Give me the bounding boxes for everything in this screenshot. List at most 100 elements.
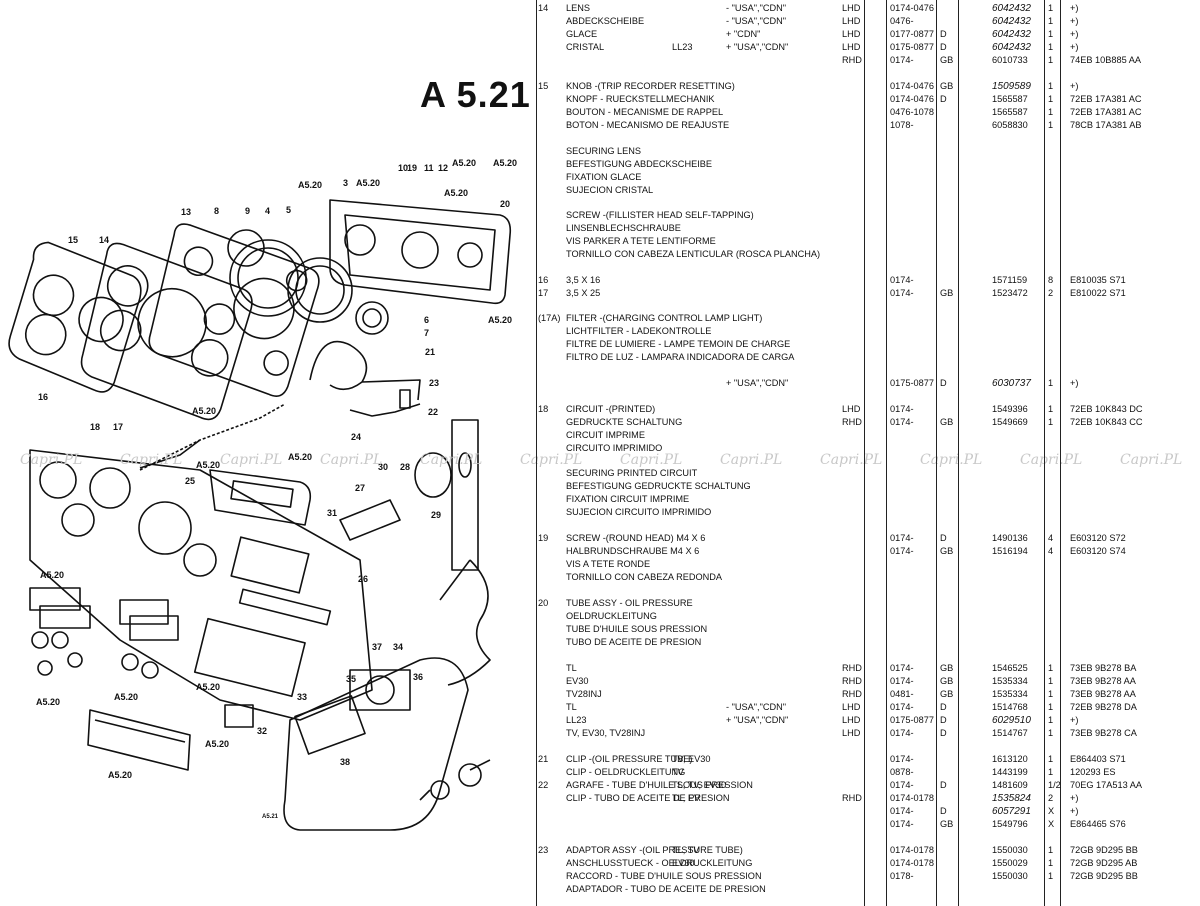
callout: 14 — [99, 235, 109, 245]
cell-date: 0476-1078 — [890, 107, 934, 117]
callout: 16 — [38, 392, 48, 402]
table-row: FIXATION CIRCUIT IMPRIME — [530, 493, 1200, 506]
cell-qty: 1 — [1048, 42, 1054, 52]
cell-date: 0174-0476 — [890, 3, 934, 13]
cell-ref: 72EB 17A381 AC — [1070, 94, 1142, 104]
callout: 23 — [429, 378, 439, 388]
cell-date: 0175-0877 — [890, 42, 934, 52]
cell-ref: +) — [1070, 793, 1079, 803]
cell-ref: +) — [1070, 42, 1079, 52]
cell-date: 0174- — [890, 533, 914, 543]
console-part — [283, 657, 469, 831]
cell-desc: SCREW -(ROUND HEAD) M4 X 6 — [566, 533, 706, 543]
cell-side: RHD — [842, 793, 862, 803]
cell-item: (17A) — [538, 313, 561, 323]
cell-cty: D — [940, 715, 947, 725]
cell-item: 16 — [538, 275, 549, 285]
cell-desc: ADAPTOR ASSY -(OIL PRESSURE TUBE) — [566, 845, 743, 855]
table-row: TORNILLO CON CABEZA REDONDA — [530, 571, 1200, 584]
callout: 29 — [431, 510, 441, 520]
callout: 13 — [181, 207, 191, 217]
callout: 32 — [257, 726, 267, 736]
cell-side: LHD — [842, 16, 861, 26]
cell-desc: TORNILLO CON CABEZA REDONDA — [566, 572, 723, 582]
table-row: ADAPTADOR - TUBO DE ACEITE DE PRESION — [530, 883, 1200, 896]
cell-ref: E864403 S71 — [1070, 754, 1126, 764]
cell-desc: FILTER -(CHARGING CONTROL LAMP LIGHT) — [566, 313, 763, 323]
cell-pno: 6010733 — [992, 55, 1028, 65]
cell-date: 0174- — [890, 806, 914, 816]
cell-qty: 1 — [1048, 3, 1054, 13]
cell-ref: 72EB 10K843 DC — [1070, 404, 1143, 414]
table-row: OELDRUCKLEITUNG — [530, 610, 1200, 623]
cell-var: LL23 — [672, 42, 693, 52]
callout: 38 — [340, 757, 350, 767]
speedometer-dial — [287, 257, 353, 323]
cell-qty: 2 — [1048, 288, 1054, 298]
cell-desc: TUBO DE ACEITE DE PRESION — [566, 637, 702, 647]
cell-qty: 1 — [1048, 728, 1054, 738]
cell-ref: +) — [1070, 715, 1079, 725]
diagram-ref-code: A5.21 — [262, 814, 279, 820]
watermark-text: Capri.PL — [120, 452, 183, 468]
cell-date: 0174- — [890, 819, 914, 829]
table-row: SECURING PRINTED CIRCUIT — [530, 467, 1200, 480]
table-row: LICHTFILTER - LADEKONTROLLE — [530, 325, 1200, 338]
cell-qty: 1 — [1048, 689, 1054, 699]
cell-qty: 1 — [1048, 107, 1054, 117]
table-row: CIRCUITO IMPRIMIDO — [530, 442, 1200, 455]
cell-date: 0178- — [890, 871, 914, 881]
cell-pno: 6042432 — [992, 42, 1031, 53]
cell-qty: 1 — [1048, 55, 1054, 65]
exploded-parts-diagram: A5.20 A5.20 A5.20 A5.20 A5.20 A5.20 A5.2… — [8, 158, 517, 831]
column-rule — [958, 0, 959, 906]
cell-ref: 70EG 17A513 AA — [1070, 780, 1143, 790]
tachometer-dial — [229, 239, 307, 317]
cell-desc: BOUTON - MECANISME DE RAPPEL — [566, 107, 724, 117]
cell-desc: LL23 — [566, 715, 587, 725]
cell-side: RHD — [842, 676, 862, 686]
table-row: VIS A TETE RONDE — [530, 558, 1200, 571]
cell-ref: +) — [1070, 806, 1079, 816]
cell-desc: KNOB -(TRIP RECORDER RESETTING) — [566, 81, 735, 91]
callout: A5.20 — [452, 158, 476, 168]
cell-var: TV — [672, 767, 684, 777]
cell-side: LHD — [842, 3, 861, 13]
callout: 17 — [113, 422, 123, 432]
table-row: TUBE D'HUILE SOUS PRESSION — [530, 623, 1200, 636]
cell-date: 0174- — [890, 404, 914, 414]
cell-pno: 1549669 — [992, 417, 1028, 427]
table-row: BEFESTIGUNG ABDECKSCHEIBE — [530, 158, 1200, 171]
cell-pno: 1613120 — [992, 754, 1028, 764]
cell-desc: AGRAFE - TUBE D'HUILE SOUS PRESSION — [566, 780, 753, 790]
callout: A5.20 — [488, 315, 512, 325]
cell-ref: 74EB 10B885 AA — [1070, 55, 1142, 65]
watermark-text: Capri.PL — [1020, 452, 1083, 468]
cell-ref: 72GB 9D295 BB — [1070, 871, 1138, 881]
callout: 22 — [428, 407, 438, 417]
cell-side: LHD — [842, 404, 861, 414]
callout: 8 — [214, 206, 219, 216]
cell-desc: BEFESTIGUNG GEDRUCKTE SCHALTUNG — [566, 481, 751, 491]
oil-pressure-tube — [309, 340, 421, 401]
cell-pno: 1550030 — [992, 871, 1028, 881]
callout: A5.20 — [40, 570, 64, 580]
drawer-part — [87, 709, 191, 771]
cell-desc: ABDECKSCHEIBE — [566, 16, 645, 26]
cell-desc: 3,5 X 16 — [566, 275, 601, 285]
cell-date: 0174-0476 — [890, 94, 934, 104]
column-rule — [886, 0, 887, 906]
cell-desc: TUBE ASSY - OIL PRESSURE — [566, 598, 693, 608]
cell-qty: 4 — [1048, 546, 1054, 556]
cell-ref: E603120 S74 — [1070, 546, 1126, 556]
